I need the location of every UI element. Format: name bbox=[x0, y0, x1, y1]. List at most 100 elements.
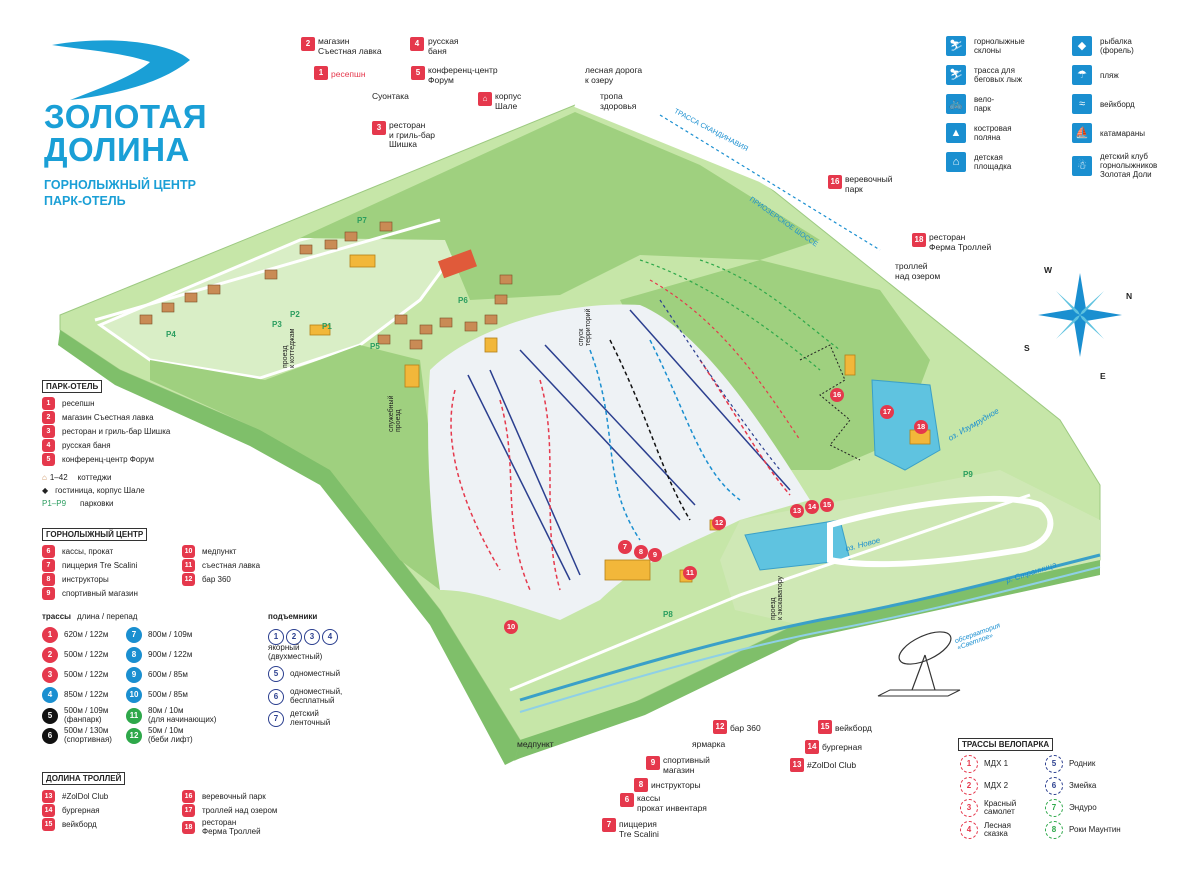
legend-label: ресторан и гриль-бар Шишка bbox=[62, 427, 171, 436]
legend-number: 5 bbox=[42, 453, 55, 466]
badge-8[interactable]: 8 bbox=[634, 545, 648, 559]
brand-title: ЗОЛОТАЯ ДОЛИНА bbox=[44, 100, 207, 166]
activity-item: ⛷горнолыжные склоны bbox=[946, 36, 1025, 56]
label-shale: корпус Шале bbox=[495, 91, 522, 111]
shale-pin[interactable]: ⌂ bbox=[478, 92, 492, 106]
zoldol-pin[interactable]: 13 bbox=[790, 758, 804, 772]
bike-icon: 🚲 bbox=[946, 94, 966, 114]
label-banya: русская баня bbox=[428, 36, 459, 56]
hotel-label: гостиница, корпус Шале bbox=[55, 486, 145, 495]
legend-label: съестная лавка bbox=[202, 561, 261, 570]
label-health-path: тропа здоровья bbox=[600, 91, 637, 111]
trails-header: трассы длина / перепад bbox=[42, 612, 137, 621]
bar360-pin[interactable]: 12 bbox=[713, 720, 727, 734]
badge-12[interactable]: 12 bbox=[712, 516, 726, 530]
badge-11[interactable]: 11 bbox=[683, 566, 697, 580]
instructors-pin[interactable]: 8 bbox=[634, 778, 648, 792]
trails-sub: длина / перепад bbox=[76, 612, 138, 621]
park-hotel-title: ПАРК-ОТЕЛЬ bbox=[42, 380, 103, 393]
wakeboard-icon: ≈ bbox=[1072, 94, 1092, 114]
terrain-edge-right bbox=[515, 560, 1100, 760]
shishka-pin[interactable]: 3 bbox=[372, 121, 386, 135]
reception-pin[interactable]: 1 bbox=[314, 66, 328, 80]
activity-label: рыбалка (форель) bbox=[1100, 37, 1134, 55]
legend-number: 2 bbox=[42, 411, 55, 424]
label-medpunkt: медпункт bbox=[517, 739, 554, 749]
banya-pin[interactable]: 4 bbox=[410, 37, 424, 51]
badge-15[interactable]: 15 bbox=[820, 498, 834, 512]
sportshop-pin[interactable]: 9 bbox=[646, 756, 660, 770]
trail-number: 8 bbox=[126, 647, 142, 663]
badge-16[interactable]: 16 bbox=[830, 388, 844, 402]
label-instructors: инструкторы bbox=[651, 780, 701, 790]
lift-type-label: детский ленточный bbox=[290, 709, 331, 727]
legend-label: инструкторы bbox=[62, 575, 109, 584]
lift-type-label: одноместный bbox=[290, 668, 341, 678]
badge-17[interactable]: 17 bbox=[880, 405, 894, 419]
label-pizzeria: пиццерия Tre Scalini bbox=[619, 819, 659, 839]
legend-label: вейкборд bbox=[62, 820, 97, 829]
activity-label: пляж bbox=[1100, 70, 1119, 80]
forum-pin[interactable]: 5 bbox=[411, 66, 425, 80]
label-reception: ресепшн bbox=[331, 69, 366, 79]
rope-park-pin[interactable]: 16 bbox=[828, 175, 842, 189]
pizzeria-pin[interactable]: 7 bbox=[602, 818, 616, 832]
house-icon: ⌂ bbox=[42, 473, 47, 482]
parking-p7: P7 bbox=[357, 216, 367, 225]
legend-label: бургерная bbox=[62, 806, 100, 815]
parking-p1: P1 bbox=[322, 322, 332, 331]
activity-item: ☃детский клуб горнолыжников Золотая Доли bbox=[1072, 152, 1157, 179]
legend-number: 4 bbox=[42, 439, 55, 452]
compass-n: N bbox=[1126, 291, 1133, 301]
activity-label: детская площадка bbox=[974, 153, 1012, 171]
badge-7[interactable]: 7 bbox=[618, 540, 632, 554]
bike-trail-label: Змейка bbox=[1069, 780, 1097, 790]
badge-13[interactable]: 13 bbox=[790, 504, 804, 518]
trail-number: 4 bbox=[42, 687, 58, 703]
forest-left bbox=[150, 345, 440, 590]
lift-number: 3 bbox=[304, 629, 320, 645]
parking-row: P1–P9 парковки bbox=[42, 499, 114, 508]
parking-p4: P4 bbox=[166, 330, 176, 339]
legend-number: 16 bbox=[182, 790, 195, 803]
parking-p5: P5 bbox=[370, 342, 380, 351]
label-suontaka: Суонтака bbox=[372, 91, 409, 101]
farm-pin[interactable]: 18 bbox=[912, 233, 926, 247]
badge-14[interactable]: 14 bbox=[805, 500, 819, 514]
label-ski-stroka: спуск территорий bbox=[578, 308, 592, 346]
badge-18[interactable]: 18 bbox=[914, 420, 928, 434]
badge-9[interactable]: 9 bbox=[648, 548, 662, 562]
lifts-title: подъемники bbox=[268, 612, 318, 621]
label-wakeboard: вейкборд bbox=[835, 723, 872, 733]
activity-item: ⛵катамараны bbox=[1072, 123, 1145, 143]
shop-pin[interactable]: 2 bbox=[301, 37, 315, 51]
legend-label: пиццерия Tre Scalini bbox=[62, 561, 138, 570]
ski-icon: ⛷ bbox=[946, 36, 966, 56]
legend-number: 6 bbox=[42, 545, 55, 558]
badge-10[interactable]: 10 bbox=[504, 620, 518, 634]
legend-number: 9 bbox=[42, 587, 55, 600]
bike-trail-number: 3 bbox=[960, 799, 978, 817]
brand-subtitle-line2: ПАРК-ОТЕЛЬ bbox=[44, 194, 126, 208]
cashier-pin[interactable]: 6 bbox=[620, 793, 634, 807]
cottages bbox=[139, 221, 513, 350]
activity-label: детский клуб горнолыжников Золотая Доли bbox=[1100, 152, 1158, 179]
burger-pin[interactable]: 14 bbox=[805, 740, 819, 754]
sport-court bbox=[437, 249, 477, 279]
wakeboard-pin[interactable]: 15 bbox=[818, 720, 832, 734]
trail-length: 900м / 122м bbox=[148, 649, 193, 659]
